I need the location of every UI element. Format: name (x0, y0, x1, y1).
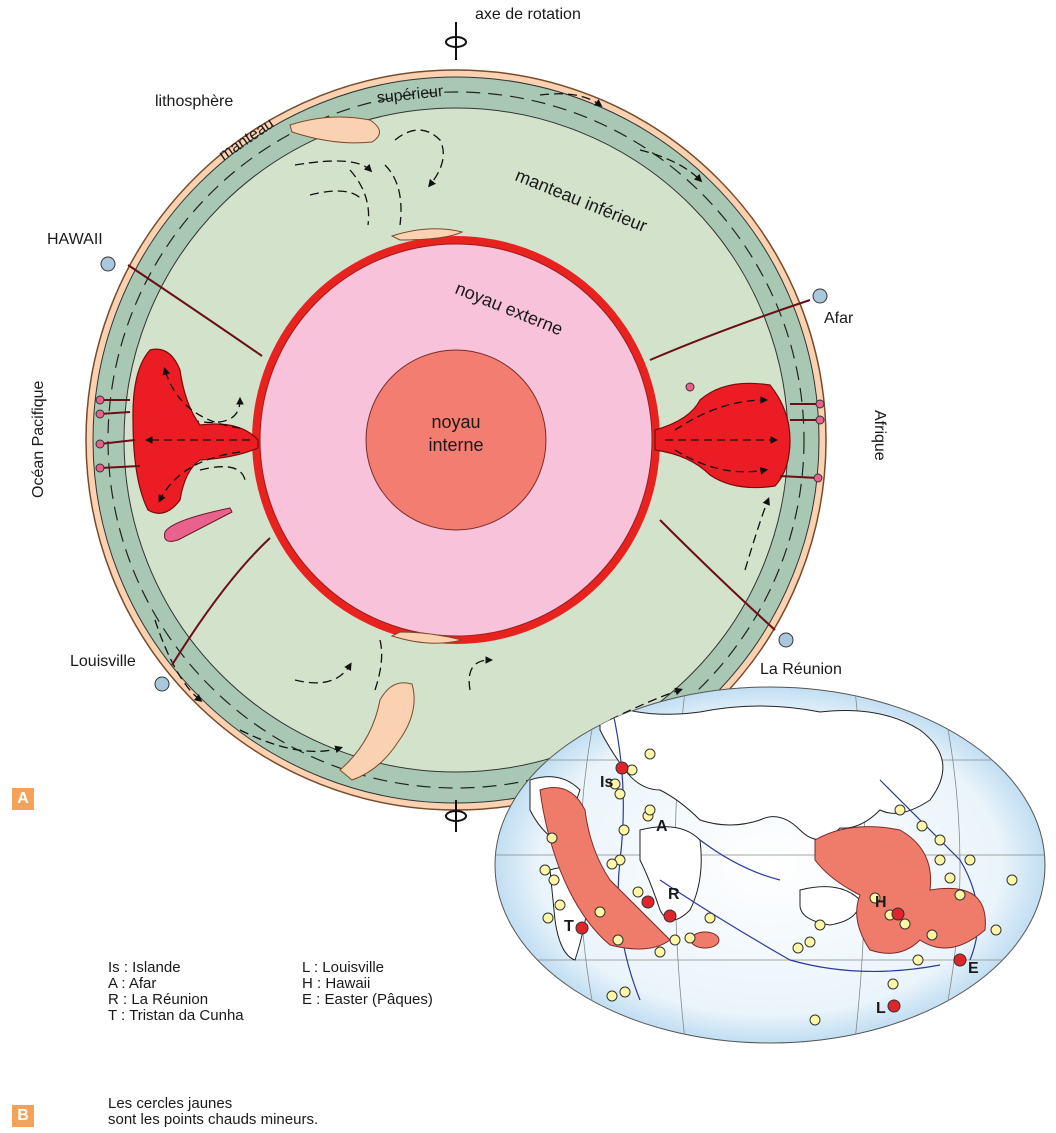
map-label-a: A (656, 818, 668, 836)
reunion-label: La Réunion (760, 661, 842, 679)
hawaii-label: HAWAII (47, 231, 103, 249)
map-label-t: T (564, 918, 574, 936)
map-label-is: Is (600, 774, 613, 792)
legend-item-reunion: R : La Réunion (108, 992, 244, 1008)
panel-tag-b: B (12, 1105, 34, 1127)
afar-label: Afar (824, 310, 853, 328)
legend-item-afar: A : Afar (108, 976, 244, 992)
legend-left: Is : Islande A : Afar R : La Réunion T :… (108, 960, 244, 1024)
lithosphere-label: lithosphère (155, 93, 233, 111)
map-label-l: L (876, 1000, 886, 1018)
map-label-e: E (968, 960, 979, 978)
inner-core-label-2: interne (415, 435, 497, 456)
louisville-label: Louisville (70, 653, 136, 671)
pacific-ocean-label: Océan Pacifique (30, 381, 48, 498)
africa-label: Afrique (870, 410, 888, 461)
panel-tag-a: A (12, 788, 34, 810)
legend-item-tristan: T : Tristan da Cunha (108, 1008, 244, 1024)
small-superplume-zone (691, 932, 719, 948)
note-line-2: sont les points chauds mineurs. (108, 1112, 318, 1128)
map-label-r: R (668, 886, 680, 904)
legend-item-easter: E : Easter (Pâques) (302, 992, 433, 1008)
rotation-axis-top-icon (446, 22, 466, 60)
note-line-1: Les cercles jaunes (108, 1096, 318, 1112)
legend-item-louisville: L : Louisville (302, 960, 433, 976)
map-label-h: H (875, 894, 887, 912)
world-map (495, 687, 1045, 1043)
minor-hotspot-note: Les cercles jaunes sont les points chaud… (108, 1096, 318, 1128)
legend-item-hawaii: H : Hawaii (302, 976, 433, 992)
inner-core-label-1: noyau (415, 412, 497, 433)
legend-item-islande: Is : Islande (108, 960, 244, 976)
legend-right: L : Louisville H : Hawaii E : Easter (Pâ… (302, 960, 433, 1008)
rotation-axis-label: axe de rotation (475, 6, 581, 24)
